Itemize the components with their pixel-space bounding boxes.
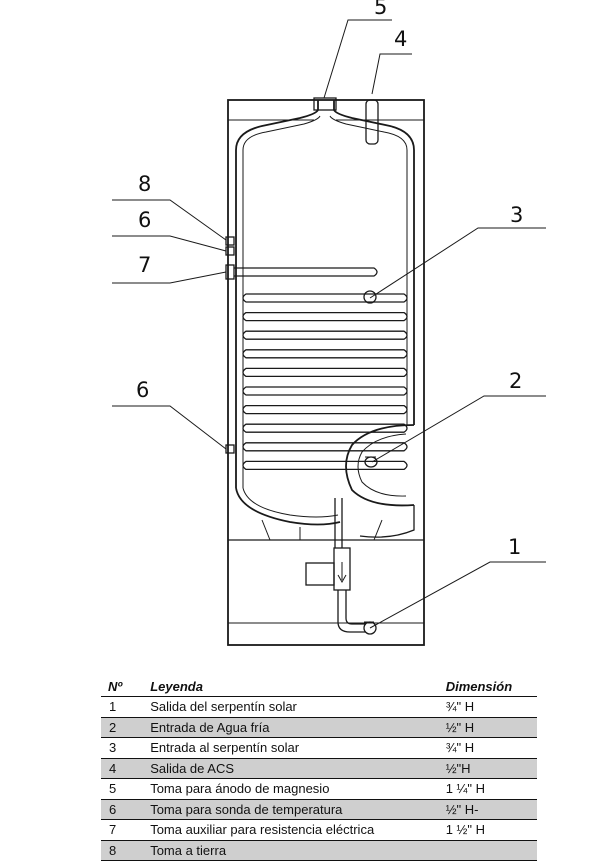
coil-loop bbox=[242, 367, 408, 378]
header-legend: Leyenda bbox=[150, 676, 446, 697]
row-number: 6 bbox=[101, 799, 151, 820]
callout-1: 1 bbox=[508, 535, 521, 559]
coil-outlet-piping bbox=[305, 498, 377, 635]
solar-coil bbox=[242, 290, 408, 471]
tank-casing bbox=[227, 99, 425, 646]
callout-6: 6 bbox=[138, 208, 151, 232]
row-number: 7 bbox=[101, 819, 151, 841]
leader-lines bbox=[112, 19, 546, 629]
anode-fitting bbox=[313, 97, 337, 111]
row-description: Entrada al serpentín solar bbox=[150, 737, 446, 759]
row-dimension bbox=[445, 840, 537, 861]
callout-6-lower: 6 bbox=[136, 378, 149, 402]
row-description: Toma para sonda de temperatura bbox=[150, 799, 446, 820]
row-description: Toma auxiliar para resistencia eléctrica bbox=[150, 819, 446, 841]
row-description: Toma para ánodo de magnesio bbox=[150, 778, 446, 800]
callout-2: 2 bbox=[509, 369, 522, 393]
callout-labels: 5 4 8 6 3 7 6 2 1 bbox=[136, 0, 523, 559]
table-header-row: Nº Leyenda Dimensión bbox=[101, 676, 537, 697]
row-dimension: ½"H bbox=[445, 758, 537, 779]
callout-3: 3 bbox=[510, 203, 523, 227]
row-description: Entrada de Agua fría bbox=[150, 717, 446, 738]
row-number: 4 bbox=[101, 758, 151, 779]
coil-loop bbox=[242, 293, 408, 303]
row-dimension: ½" H- bbox=[445, 799, 537, 820]
row-number: 8 bbox=[101, 840, 151, 861]
coil-inlet-nozzle bbox=[363, 290, 377, 304]
row-dimension: 1 ¼" H bbox=[445, 778, 537, 800]
header-dimension: Dimensión bbox=[445, 676, 537, 697]
tank-diagram: 5 4 8 6 3 7 6 2 1 bbox=[112, 0, 546, 646]
coil-loop bbox=[242, 404, 408, 415]
row-description: Salida del serpentín solar bbox=[150, 696, 446, 718]
row-dimension: ¾" H bbox=[445, 696, 537, 718]
coil-loop bbox=[242, 442, 408, 452]
row-number: 5 bbox=[101, 778, 151, 800]
cold-water-inlet-dome bbox=[345, 424, 415, 538]
coil-loop bbox=[242, 460, 408, 471]
row-number: 3 bbox=[101, 737, 151, 759]
callout-8: 8 bbox=[138, 172, 151, 196]
callout-5: 5 bbox=[374, 0, 387, 19]
row-dimension: ½" H bbox=[445, 717, 537, 738]
row-dimension: ¾" H bbox=[445, 737, 537, 759]
coil-loop bbox=[242, 386, 408, 396]
callout-7: 7 bbox=[138, 253, 151, 277]
row-description: Salida de ACS bbox=[150, 758, 446, 779]
row-description: Toma a tierra bbox=[150, 840, 446, 861]
vessel-supports bbox=[261, 519, 383, 541]
header-no: Nº bbox=[101, 676, 151, 697]
row-number: 2 bbox=[101, 717, 151, 738]
acs-outlet-pipe bbox=[365, 99, 379, 145]
coil-loop bbox=[242, 311, 408, 322]
auxiliary-heater-rod bbox=[234, 267, 378, 277]
callout-4: 4 bbox=[394, 27, 407, 51]
coil-loop bbox=[242, 330, 408, 340]
row-dimension: 1 ½" H bbox=[445, 819, 537, 841]
coil-loop bbox=[242, 349, 408, 359]
inner-vessel bbox=[235, 100, 415, 526]
row-number: 1 bbox=[101, 696, 151, 718]
